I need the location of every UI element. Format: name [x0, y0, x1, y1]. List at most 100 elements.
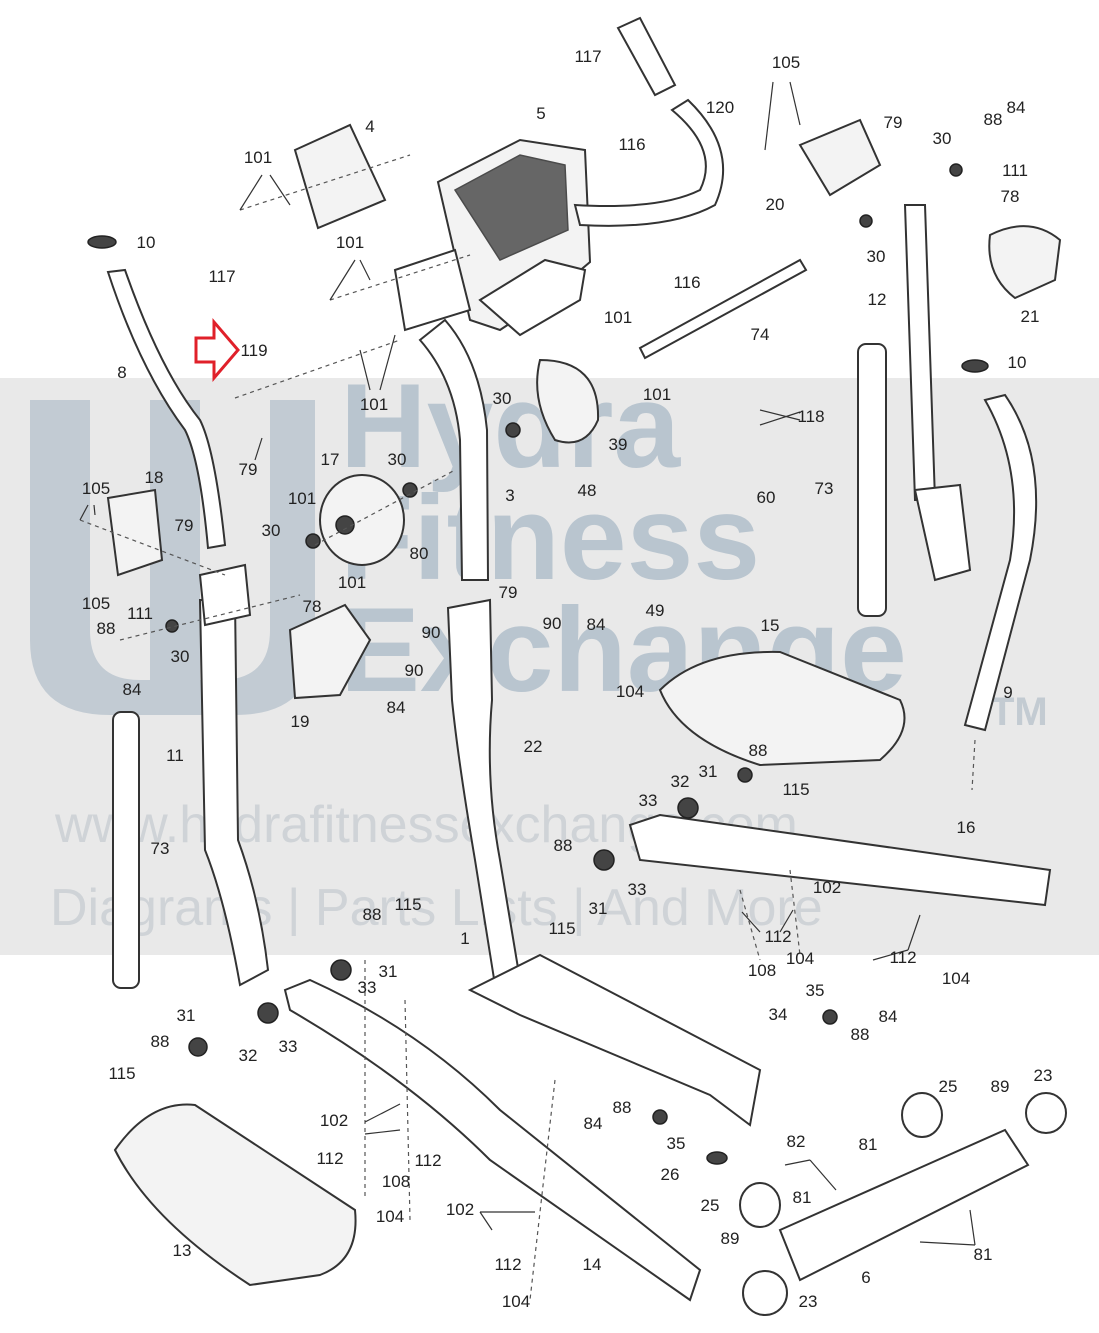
part-handlebar — [573, 16, 725, 227]
callout-17: 17 — [321, 450, 340, 469]
callout-117: 117 — [208, 267, 235, 286]
watermark-title-line-2: Fitness — [340, 471, 761, 605]
part-cover-18 — [106, 488, 164, 577]
callout-19: 19 — [291, 712, 310, 731]
part-bracket-plate — [393, 248, 472, 332]
callout-112: 112 — [889, 948, 916, 967]
callout-112: 112 — [764, 927, 791, 946]
callout-88: 88 — [554, 836, 573, 855]
callout-78: 78 — [303, 597, 322, 616]
callout-1: 1 — [460, 929, 469, 948]
part-cover-19 — [288, 603, 372, 700]
callout-33: 33 — [358, 978, 377, 997]
callout-117: 117 — [574, 47, 601, 66]
callout-81: 81 — [859, 1135, 878, 1154]
callout-31: 31 — [379, 962, 398, 981]
watermark-trademark: TM — [990, 690, 1048, 734]
part-console — [436, 138, 592, 337]
callout-101: 101 — [604, 308, 632, 327]
callout-34: 34 — [769, 1005, 788, 1024]
part-cover-39 — [536, 358, 600, 444]
callout-23: 23 — [1034, 1066, 1053, 1085]
callout-102: 102 — [446, 1200, 474, 1219]
part-frame-1 — [467, 953, 762, 1127]
callout-115: 115 — [394, 895, 421, 914]
callout-16: 16 — [957, 818, 976, 837]
part-right-arm-upper — [798, 118, 1062, 582]
callout-60: 60 — [757, 488, 776, 507]
callout-31: 31 — [589, 899, 608, 918]
callout-104: 104 — [376, 1207, 404, 1226]
callout-4: 4 — [365, 117, 374, 136]
callout-84: 84 — [584, 1114, 603, 1133]
callout-101: 101 — [338, 573, 366, 592]
callout-35: 35 — [667, 1134, 686, 1153]
part-pulleys — [165, 163, 963, 1165]
callout-31: 31 — [177, 1006, 196, 1025]
callout-88: 88 — [97, 619, 116, 638]
callout-10: 10 — [137, 233, 156, 252]
callout-115: 115 — [108, 1064, 135, 1083]
part-right-arm-lower — [961, 359, 1038, 732]
callout-101: 101 — [288, 489, 316, 508]
callout-39: 39 — [609, 435, 628, 454]
callout-79: 79 — [175, 516, 194, 535]
part-flywheel-17 — [319, 474, 405, 566]
callout-5: 5 — [536, 104, 545, 123]
callout-78: 78 — [1001, 187, 1020, 206]
callout-105: 105 — [82, 479, 110, 498]
callout-10: 10 — [1008, 353, 1027, 372]
callout-15: 15 — [761, 616, 780, 635]
callout-33: 33 — [639, 791, 658, 810]
callout-88: 88 — [613, 1098, 632, 1117]
callout-22: 22 — [524, 737, 543, 756]
callout-111: 111 — [1002, 161, 1028, 180]
callout-116: 116 — [618, 135, 645, 154]
callout-115: 115 — [548, 919, 575, 938]
highlight-arrow-icon — [194, 317, 240, 383]
callout-105: 105 — [772, 53, 800, 72]
callout-111: 111 — [127, 604, 153, 623]
watermark-tagline: Diagrams | Parts Lists | And More — [50, 879, 823, 937]
callout-104: 104 — [786, 949, 814, 968]
leader-lines — [79, 81, 976, 1246]
callout-23: 23 — [799, 1292, 818, 1311]
callout-9: 9 — [1003, 683, 1012, 702]
callout-88: 88 — [151, 1032, 170, 1051]
callout-119: 119 — [240, 341, 267, 360]
callout-88: 88 — [749, 741, 768, 760]
callout-30: 30 — [171, 647, 190, 666]
callout-104: 104 — [616, 682, 644, 701]
callout-90: 90 — [405, 661, 424, 680]
part-left-arm-upper — [87, 235, 227, 550]
watermark-title: Hydra Fitness Exchange — [340, 366, 907, 710]
callout-33: 33 — [628, 880, 647, 899]
callout-74: 74 — [751, 325, 770, 344]
callout-112: 112 — [494, 1255, 521, 1274]
callout-84: 84 — [587, 615, 606, 634]
callout-88: 88 — [363, 905, 382, 924]
callout-120: 120 — [706, 98, 734, 117]
callout-81: 81 — [974, 1245, 993, 1264]
callout-26: 26 — [661, 1165, 680, 1184]
callout-79: 79 — [884, 113, 903, 132]
callout-30: 30 — [388, 450, 407, 469]
callout-81: 81 — [793, 1188, 812, 1207]
callout-25: 25 — [701, 1196, 720, 1215]
part-base-6 — [739, 1092, 1067, 1316]
callout-108: 108 — [748, 961, 776, 980]
part-tube-73-left — [112, 711, 140, 989]
callout-79: 79 — [239, 460, 258, 479]
callout-73: 73 — [815, 479, 834, 498]
callout-32: 32 — [671, 772, 690, 791]
callout-30: 30 — [867, 247, 886, 266]
watermark-logo-icon — [30, 400, 315, 715]
callout-21: 21 — [1021, 307, 1040, 326]
callout-112: 112 — [414, 1151, 441, 1170]
callout-108: 108 — [382, 1172, 410, 1191]
callout-88: 88 — [984, 110, 1003, 129]
callout-3: 3 — [505, 486, 514, 505]
callout-89: 89 — [991, 1077, 1010, 1096]
part-left-arm-lower — [198, 563, 270, 987]
callout-14: 14 — [583, 1255, 602, 1274]
